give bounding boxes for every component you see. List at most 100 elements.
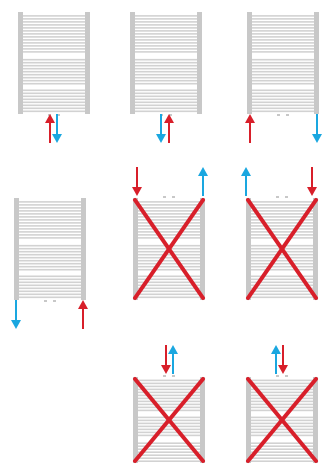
radiator-bar: [23, 95, 85, 98]
radiator-bar: [23, 110, 85, 113]
radiator-bar: [251, 409, 313, 412]
radiator-bar: [251, 234, 313, 236]
valve-stub: [172, 196, 175, 198]
radiator-bar: [23, 67, 85, 70]
radiator-bar: [135, 64, 197, 67]
radiator-bar: [135, 45, 197, 47]
radiator-bar: [23, 42, 85, 44]
radiator-bar: [138, 406, 200, 409]
radiator-bar: [251, 201, 313, 203]
cross-stroke: [133, 377, 205, 463]
radiator-bar: [251, 256, 313, 259]
radiator-bar: [19, 237, 81, 239]
radiator-bar: [19, 231, 81, 233]
radiator-bar: [251, 406, 313, 409]
radiator-bar: [138, 448, 200, 450]
incorrect-cross: [133, 377, 205, 463]
radiator-right-rail: [85, 12, 90, 114]
radiator-bar: [252, 33, 314, 35]
valve-stub: [277, 114, 280, 116]
radiator-bar: [251, 253, 313, 256]
radiator-bar: [251, 275, 313, 278]
radiator-bar: [135, 110, 197, 113]
radiator-bar: [138, 434, 200, 437]
radiator-bar: [251, 391, 313, 394]
radiator-bar: [19, 296, 81, 299]
radiator-bar: [138, 397, 200, 400]
supply-arrow-up: [164, 114, 174, 143]
radiator-bar: [19, 244, 81, 247]
radiator-bar: [138, 457, 200, 459]
radiator-bar: [251, 237, 313, 239]
supply-arrow-up: [78, 300, 88, 329]
radiator-bar: [252, 61, 314, 64]
radiator-r1: [18, 12, 90, 116]
radiator-bar: [252, 30, 314, 32]
radiator-left-rail: [133, 377, 138, 463]
radiator-bar: [135, 76, 197, 79]
radiator-bar: [252, 48, 314, 50]
radiator-bar: [251, 434, 313, 437]
radiator-right-rail: [314, 12, 319, 114]
radiator-bar: [23, 61, 85, 64]
radiator-bar: [138, 403, 200, 406]
radiator-bar: [251, 207, 313, 209]
radiator-bar: [252, 101, 314, 104]
radiator-bar: [138, 442, 200, 444]
radiator-bar: [23, 33, 85, 35]
radiator-bar: [138, 431, 200, 434]
supply-arrow-down: [161, 345, 171, 374]
radiator-right-rail: [313, 198, 318, 300]
radiator-bar: [138, 422, 200, 425]
radiator-bar: [138, 219, 200, 221]
radiator-bar: [138, 265, 200, 268]
arrows-layer: [11, 114, 322, 374]
radiator-bar: [19, 284, 81, 287]
radiator-bar: [19, 225, 81, 227]
radiator-bar: [251, 460, 313, 462]
radiator-bar: [251, 448, 313, 450]
radiator-bar: [138, 281, 200, 284]
valve-stub: [44, 300, 47, 302]
radiator-bar: [19, 293, 81, 296]
radiator-bar: [23, 79, 85, 82]
radiator-bar: [23, 36, 85, 38]
radiator-r4: [14, 198, 86, 302]
valve-stub: [285, 196, 288, 198]
radiator-bar: [251, 281, 313, 284]
incorrect-cross: [246, 377, 318, 463]
radiator-bar: [252, 76, 314, 79]
radiator-bar: [19, 287, 81, 290]
radiator-bar: [135, 101, 197, 104]
radiator-bar: [252, 79, 314, 82]
radiator-bar: [138, 293, 200, 296]
radiator-bar: [19, 253, 81, 256]
return-arrow-up: [168, 345, 178, 374]
radiator-bar: [135, 15, 197, 17]
return-arrow-down: [11, 300, 21, 329]
radiator-bar: [251, 397, 313, 400]
radiator-bar: [138, 222, 200, 224]
radiator-bar: [252, 82, 314, 85]
radiator-bar: [252, 58, 314, 61]
radiator-bar: [19, 265, 81, 268]
radiator-bar: [138, 391, 200, 394]
radiator-bar: [251, 225, 313, 227]
radiator-bar: [135, 89, 197, 92]
radiator-bar: [23, 15, 85, 17]
radiator-bar: [19, 250, 81, 253]
radiator-bar: [138, 284, 200, 287]
radiator-bar: [19, 262, 81, 265]
radiator-bar: [138, 382, 200, 385]
cross-stroke: [133, 198, 205, 300]
radiator-bar: [19, 204, 81, 206]
radiator-bar: [135, 67, 197, 70]
radiator-left-rail: [14, 198, 19, 300]
radiator-bar: [23, 82, 85, 85]
radiator-bar: [138, 237, 200, 239]
radiator-right-rail: [313, 377, 318, 463]
radiator-bar: [138, 225, 200, 227]
radiator-bar: [138, 425, 200, 428]
radiator-bar: [252, 24, 314, 26]
